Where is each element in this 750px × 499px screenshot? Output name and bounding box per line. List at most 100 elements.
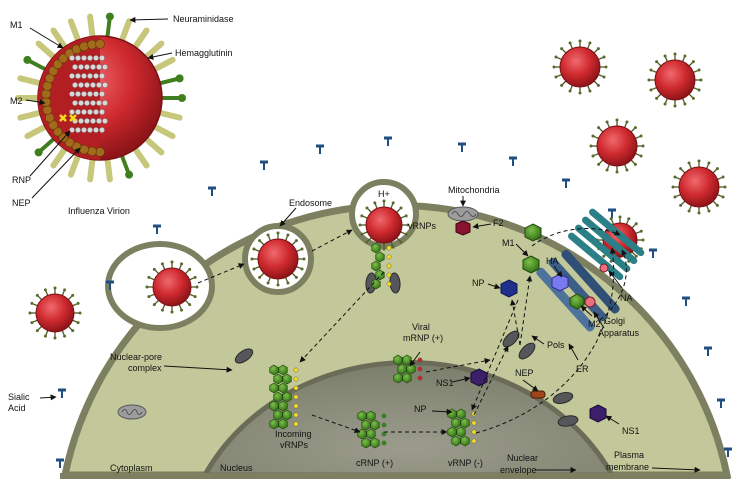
label-endosome: Endosome: [289, 198, 332, 208]
rnp-bead: [90, 82, 96, 88]
label-vrnp-minus: vRNP (-): [448, 458, 483, 468]
label-cytoplasm: Cytoplasm: [110, 463, 153, 473]
rnp-bead: [75, 73, 81, 79]
rnp-bead: [99, 55, 105, 61]
labels: Neuraminidase Hemagglutinin M1 M2 RNP NE…: [8, 14, 649, 475]
m1-bead: [79, 41, 89, 52]
sialic-acid-receptor: [56, 458, 64, 468]
label-golgi-1: Golgi: [604, 316, 625, 326]
label-na: NA: [620, 293, 633, 303]
rnp-bead: [99, 109, 105, 115]
rnp-bead: [87, 127, 93, 133]
label-ns1-cytoplasm: NS1: [622, 426, 640, 436]
label-nep-cell: NEP: [515, 368, 534, 378]
virion: [250, 231, 306, 287]
mitochondria-bottom: [117, 404, 147, 420]
influenza-virion-large: [15, 12, 186, 183]
rnp-bead: [102, 82, 108, 88]
sialic-acid-receptor: [562, 178, 570, 188]
m1-bead: [95, 39, 105, 49]
virion: [145, 260, 199, 314]
rnp-bead: [90, 118, 96, 124]
sialic-acid-receptor: [649, 248, 657, 258]
rnp-bead: [90, 100, 96, 106]
nuclear-pore: [518, 342, 536, 360]
sialic-acid-receptor: [682, 296, 690, 306]
label-m2-virion: M2: [10, 96, 23, 106]
sialic-acid-receptor: [260, 160, 268, 170]
sialic-acid-receptors: [56, 136, 732, 468]
hemagglutinin-spike: [67, 151, 82, 178]
hemagglutinin-spike: [67, 18, 82, 45]
rnp-bead: [72, 64, 78, 70]
np-protein: [500, 279, 518, 298]
hemagglutinin-spike: [150, 56, 176, 74]
hemagglutinin-spike: [87, 13, 96, 42]
rnp-bead: [87, 91, 93, 97]
label-incoming-2: vRNPs: [280, 440, 309, 450]
label-crnp: cRNP (+): [356, 458, 393, 468]
ns1-protein-nucleus: [470, 368, 488, 387]
hemagglutinin-spike: [50, 144, 69, 169]
rnp-bead: [90, 64, 96, 70]
hemagglutinin-spike: [104, 154, 113, 183]
rnp-bead: [78, 100, 84, 106]
m1-bead: [87, 39, 97, 50]
rnp-bead: [81, 127, 87, 133]
label-np-nucleus: NP: [414, 404, 427, 414]
hemagglutinin-spike: [118, 18, 133, 45]
label-sialic-2: Acid: [8, 403, 26, 413]
m1-bead: [48, 66, 59, 76]
label-plasma-2: membrane: [606, 462, 649, 472]
m1-bead: [52, 126, 63, 137]
m1-bead: [52, 59, 63, 70]
label-f2: F2: [493, 218, 504, 228]
sialic-acid-receptor: [106, 280, 114, 290]
label-pointers: [25, 16, 701, 473]
label-mitochondria: Mitochondria: [448, 185, 500, 195]
rnp-bead: [72, 82, 78, 88]
label-m2-cell: M2: [588, 319, 601, 329]
hemagglutinin-spike: [131, 27, 150, 52]
rnp-bead: [102, 100, 108, 106]
rnp-bead: [87, 73, 93, 79]
m1-protein: [522, 223, 542, 274]
hemagglutinin-spike: [155, 109, 183, 121]
na-protein: [584, 263, 609, 308]
f2-protein: [455, 220, 471, 236]
label-m1-cell: M1: [502, 238, 515, 248]
rnp-bead: [75, 55, 81, 61]
nuclear-pore-complexes: [234, 272, 579, 427]
rnp-bead: [84, 64, 90, 70]
label-er: ER: [576, 364, 589, 374]
sialic-acid-receptor: [384, 136, 392, 146]
rnp-bead: [81, 73, 87, 79]
hemagglutinin-spike: [150, 122, 176, 140]
virion: [589, 118, 645, 174]
label-m1-virion: M1: [10, 20, 23, 30]
hemagglutinin-spike: [87, 154, 96, 183]
rnp-bead: [81, 109, 87, 115]
nuclear-pore: [557, 415, 579, 427]
rnp-bead: [102, 118, 108, 124]
label-nuclear-envelope-1: Nuclear: [507, 453, 538, 463]
rnp-cluster: [269, 364, 299, 430]
sialic-acid-receptor: [458, 142, 466, 152]
label-ha: HA: [546, 256, 559, 266]
rnp-bead: [72, 100, 78, 106]
rnp-bead: [69, 109, 75, 115]
label-viral-mrnp-1: Viral: [412, 322, 430, 332]
rnp-bead: [75, 91, 81, 97]
nuclear-pore: [234, 348, 254, 364]
rnp-cluster: [371, 242, 392, 290]
rnp-bead: [81, 91, 87, 97]
label-rnp: RNP: [12, 175, 31, 185]
sialic-acid-receptor: [717, 398, 725, 408]
virion: [358, 199, 410, 251]
hemagglutinin-spike: [35, 40, 59, 62]
rnp-bead: [84, 118, 90, 124]
rnp-bead: [96, 64, 102, 70]
m1-bead: [64, 137, 75, 148]
sialic-acid-receptor: [58, 388, 66, 398]
